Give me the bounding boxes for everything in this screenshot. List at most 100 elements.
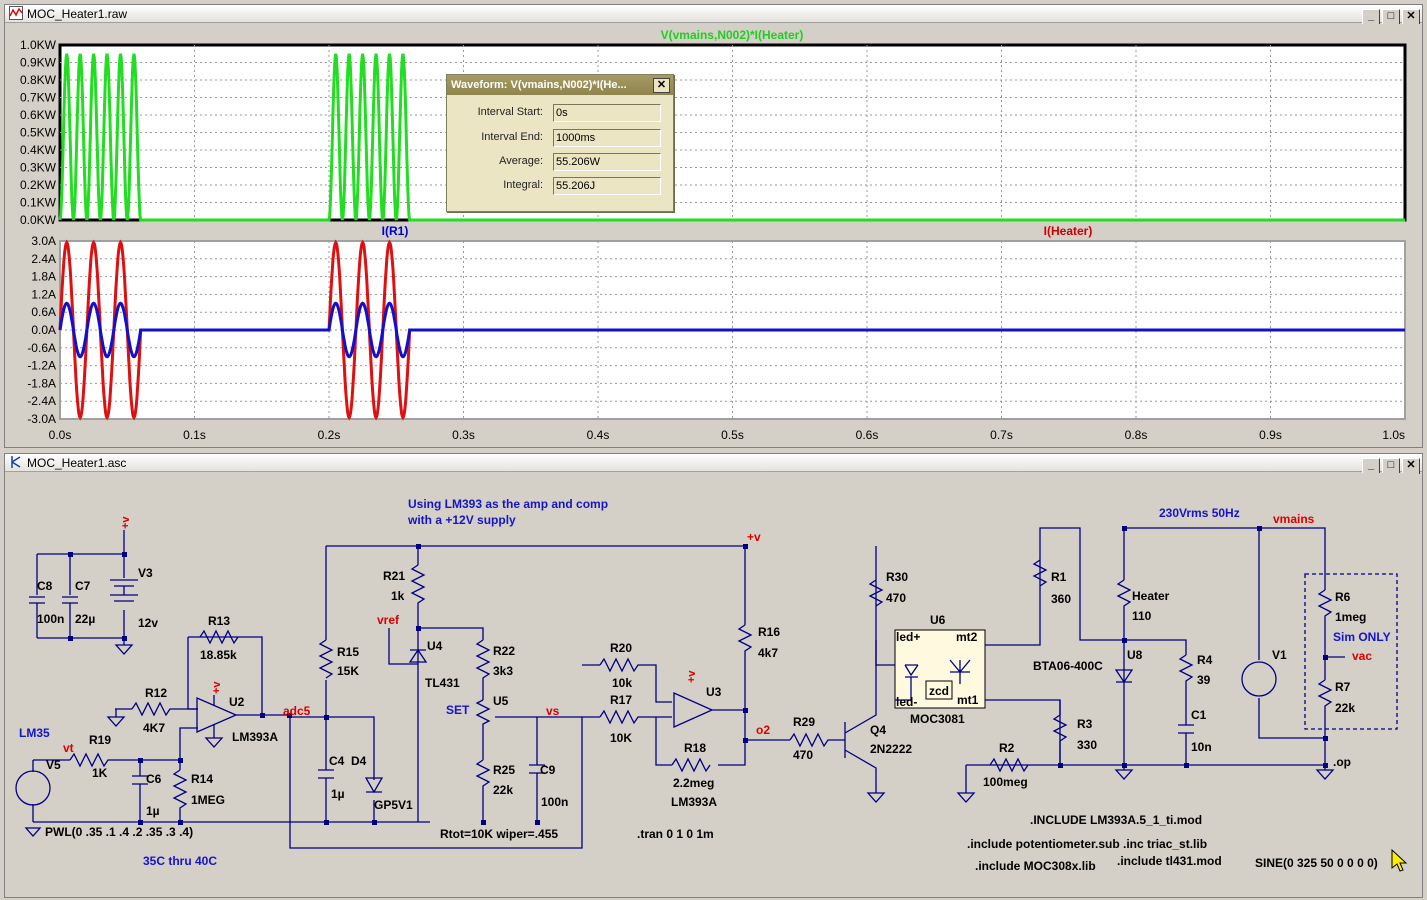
svg-text:470: 470 (886, 591, 906, 605)
y-tick-label: 0.2KW (20, 178, 57, 192)
y-tick-label: 0.9KW (20, 56, 57, 70)
svg-text:10K: 10K (610, 731, 632, 745)
label-sim-only: Sim ONLY (1333, 630, 1391, 644)
net-plus-v: +v (747, 530, 761, 544)
svg-text:.include tl431.mod: .include tl431.mod (1117, 854, 1222, 868)
x-tick-label: 1.0s (1382, 428, 1405, 442)
svg-text:12v: 12v (138, 616, 158, 630)
svg-text:R17: R17 (610, 693, 632, 707)
svg-text:.include MOC308x.lib: .include MOC308x.lib (975, 859, 1096, 873)
svg-text:1MEG: 1MEG (191, 793, 225, 807)
interval-end-row: Interval End: 1000ms (447, 128, 673, 148)
svg-text:22k: 22k (493, 783, 513, 797)
dialog-close-button[interactable]: ✕ (653, 78, 670, 93)
y-tick-label: 0.5KW (20, 126, 57, 140)
y-tick-label: 0.0KW (20, 213, 57, 227)
svg-text:Heater: Heater (1132, 589, 1170, 603)
net-adc5: adc5 (283, 704, 311, 718)
schematic-file-icon (11, 456, 21, 468)
net-vs: vs (546, 704, 560, 718)
y-tick-label: 0.3KW (20, 161, 57, 175)
y-tick-label: 1.8A (31, 270, 56, 284)
y-tick-label: 1.2A (31, 287, 56, 301)
svg-text:R25: R25 (493, 763, 515, 777)
svg-text:led-: led- (896, 695, 917, 709)
svg-text:.op: .op (1333, 755, 1351, 769)
svg-text:R21: R21 (383, 569, 405, 583)
svg-text:39: 39 (1197, 673, 1211, 687)
waveform-title-bar[interactable]: MOC_Heater1.raw _□✕ (5, 5, 1422, 25)
waveform-info-dialog[interactable]: Waveform: V(vmains,N002)*I(He... ✕ Inter… (446, 74, 674, 212)
svg-text:10k: 10k (612, 676, 632, 690)
svg-text:R7: R7 (1335, 680, 1351, 694)
svg-text:330: 330 (1077, 738, 1097, 752)
x-tick-label: 0.2s (318, 428, 341, 442)
svg-text:2.2meg: 2.2meg (673, 776, 714, 790)
svg-text:U5: U5 (493, 694, 509, 708)
svg-text:470: 470 (793, 748, 813, 762)
current-pane-y-ticks: 3.0A2.4A1.8A1.2A0.6A0.0A-0.6A-1.2A-1.8A-… (27, 234, 56, 426)
plus-v-marker-u2: +v (211, 681, 223, 694)
svg-text:Rtot=10K wiper=.455: Rtot=10K wiper=.455 (440, 827, 558, 841)
svg-text:18.85k: 18.85k (200, 648, 237, 662)
svg-text:100n: 100n (541, 795, 568, 809)
svg-text:R6: R6 (1335, 590, 1351, 604)
label-set: SET (446, 703, 470, 717)
svg-text:1k: 1k (391, 589, 405, 603)
svg-text:U6: U6 (930, 613, 946, 627)
plus-v-marker-v3: +v (120, 516, 132, 529)
svg-text:R4: R4 (1197, 653, 1213, 667)
svg-text:mt1: mt1 (957, 693, 979, 707)
heater-trace-label: I(Heater) (1044, 224, 1093, 238)
svg-text:R20: R20 (610, 641, 632, 655)
svg-text:GP5V1: GP5V1 (374, 798, 413, 812)
svg-text:4k7: 4k7 (758, 646, 778, 660)
dialog-title[interactable]: Waveform: V(vmains,N002)*I(He... (447, 75, 673, 95)
svg-text:100n: 100n (37, 612, 64, 626)
svg-text:22k: 22k (1335, 701, 1355, 715)
label-temp-range: 35C thru 40C (143, 854, 217, 868)
svg-text:R30: R30 (886, 570, 908, 584)
waveform-plots[interactable]: 1.0KW0.9KW0.8KW0.7KW0.6KW0.5KW0.4KW0.3KW… (0, 0, 1427, 450)
waveform-window-title: MOC_Heater1.raw (27, 7, 128, 21)
svg-text:LM393A: LM393A (671, 795, 717, 809)
svg-text:C9: C9 (540, 763, 556, 777)
svg-text:R29: R29 (793, 715, 815, 729)
interval-start-label: Interval Start: (477, 106, 543, 118)
svg-text:4K7: 4K7 (143, 721, 165, 735)
svg-text:R14: R14 (191, 772, 213, 786)
svg-text:1µ: 1µ (331, 787, 345, 801)
r1-current-series (58, 301, 1405, 359)
average-row: Average: 55.206W (447, 152, 673, 172)
svg-text:R1: R1 (1051, 570, 1067, 584)
interval-end-field[interactable]: 1000ms (553, 129, 661, 147)
svg-text:mt2: mt2 (956, 630, 978, 644)
schematic-canvas[interactable] (9, 473, 1419, 895)
y-tick-label: -2.4A (27, 394, 56, 408)
svg-text:R22: R22 (493, 644, 515, 658)
average-field: 55.206W (553, 153, 661, 171)
svg-text:R19: R19 (89, 733, 111, 747)
svg-text:zcd: zcd (929, 684, 949, 698)
net-o2: o2 (756, 723, 770, 737)
r1-trace-label: I(R1) (382, 224, 409, 238)
schematic-window-title: MOC_Heater1.asc (27, 456, 127, 470)
integral-label: Integral: (503, 179, 543, 191)
schematic-title-bar[interactable]: MOC_Heater1.asc _□✕ (5, 454, 1422, 474)
svg-text:1K: 1K (92, 766, 108, 780)
svg-text:1meg: 1meg (1335, 610, 1366, 624)
svg-text:led+: led+ (896, 630, 920, 644)
y-tick-label: 0.4KW (20, 143, 57, 157)
svg-text:R3: R3 (1077, 717, 1093, 731)
svg-text:PWL(0 .35 .1 .4 .2 .35 .3 .4): PWL(0 .35 .1 .4 .2 .35 .3 .4) (45, 825, 193, 839)
svg-text:U2: U2 (229, 695, 245, 709)
y-tick-label: -1.8A (27, 376, 56, 390)
svg-text:1µ: 1µ (146, 804, 160, 818)
power-pane-y-ticks: 1.0KW0.9KW0.8KW0.7KW0.6KW0.5KW0.4KW0.3KW… (20, 38, 57, 227)
svg-text:C4: C4 (329, 754, 345, 768)
interval-start-field[interactable]: 0s (553, 104, 661, 122)
note-lm393-2: with a +12V supply (407, 513, 516, 527)
x-tick-label: 0.3s (452, 428, 475, 442)
